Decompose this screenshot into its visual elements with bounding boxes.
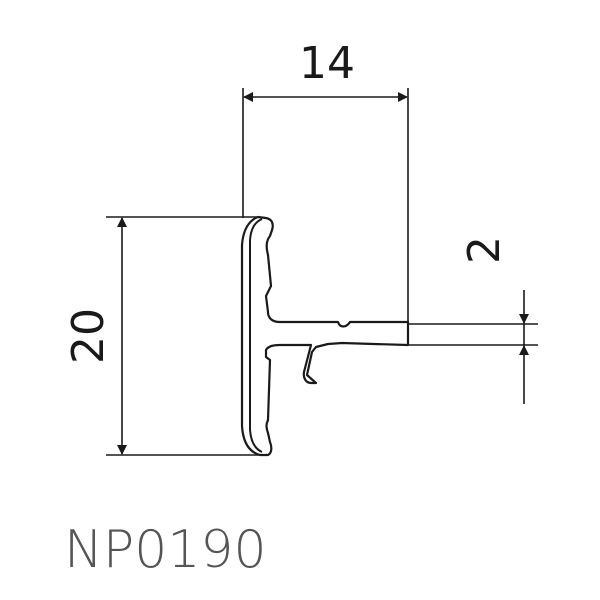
thickness-dimension-label: 2 <box>459 236 510 264</box>
width-dimension-label: 14 <box>299 38 355 89</box>
profile-inner-curve-bottom <box>249 429 263 453</box>
profile-outline <box>240 215 410 457</box>
product-code: NP0190 <box>64 520 267 580</box>
height-dimension-label: 20 <box>63 308 114 364</box>
profile-inner-curve-top <box>249 218 263 241</box>
